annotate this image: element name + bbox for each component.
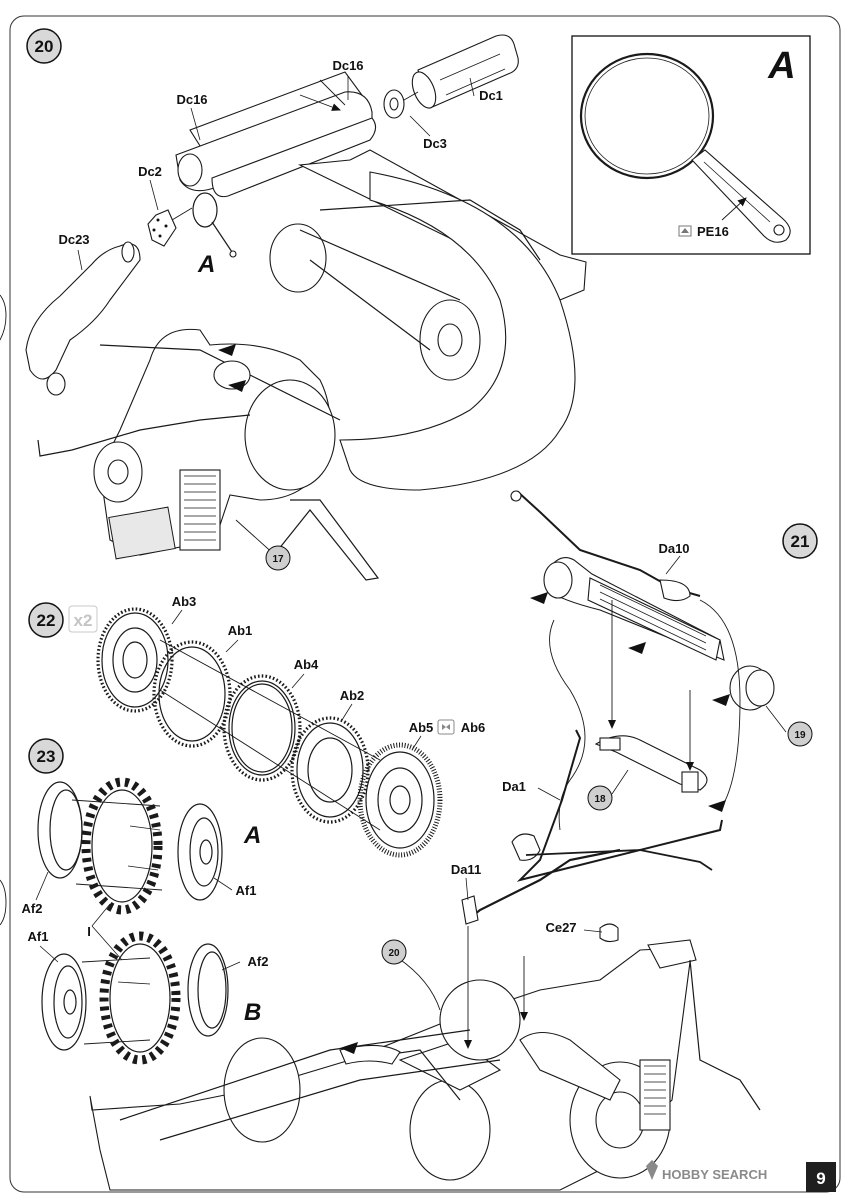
step-20: 20 [25,28,587,581]
label-ab1: Ab1 [228,623,253,638]
step-22-qty-box [68,605,98,633]
ref-19-badge [787,721,813,747]
sprocket-ab2-drawing [290,716,370,824]
label-ab4: Ab4 [294,657,319,672]
inset-a-pe16: A PE16 [571,35,811,255]
label-dc3: Dc3 [423,136,447,151]
part-dc3-drawing [383,89,419,119]
page-number: 9 [816,1169,825,1188]
label-da11: Da11 [451,862,481,877]
hobby-search-watermark: HOBBY SEARCH [646,1160,767,1182]
wheel-a-drawing [37,777,223,915]
label-pe16: PE16 [697,224,729,239]
ref-19-number: 19 [794,730,806,741]
label-dc16-left: Dc16 [176,92,207,107]
label-af2-a: Af2 [22,901,43,916]
pe16-clamp-drawing [579,52,791,243]
ref-18-badge [587,785,613,811]
step-23-number: 23 [37,747,56,766]
label-dc23: Dc23 [58,232,89,247]
part-clamp-a-drawing [192,192,237,258]
watermark-text: HOBBY SEARCH [662,1167,767,1182]
sprocket-ab1-drawing [152,640,232,748]
binding-mark-top [0,294,7,341]
label-dc1: Dc1 [479,88,503,103]
detail-letter-b-wheel: B [244,999,261,1026]
label-ab5: Ab5 [409,720,434,735]
label-ab6: Ab6 [461,720,486,735]
step-21-badge [782,523,818,559]
axle-assembly-drawing [461,490,787,943]
label-ab2: Ab2 [340,688,365,703]
label-af1-a: Af1 [236,883,257,898]
engine-chassis-drawing [37,149,587,581]
label-i-tire: I [87,924,91,939]
detail-letter-a-wheel: A [243,822,261,849]
sprocket-ab3-drawing [96,607,174,713]
ref-20-number: 20 [388,948,400,959]
part-dc2-drawing [147,207,193,247]
label-ce27: Ce27 [545,920,576,935]
detail-letter-a-step20: A [197,251,215,278]
step-22-number: 22 [37,611,56,630]
ref-17-badge [265,545,291,571]
watermark-logo-icon [646,1160,658,1180]
label-af2-b: Af2 [248,954,269,969]
step-20-badge [26,28,62,64]
label-af1-b: Af1 [28,929,49,944]
step-22: 22 x2 Ab3 Ab1 [28,594,486,858]
part-dc23-drawing [25,241,141,396]
step-21: 21 [461,490,818,943]
label-dc2: Dc2 [138,164,162,179]
step-20-number: 20 [35,37,54,56]
label-ab3: Ab3 [172,594,197,609]
part-dc1-drawing [411,34,519,109]
inset-a-letter: A [767,45,795,87]
binding-mark-bottom [0,879,7,926]
step-23: 23 A B Af1 Af2 I Af [22,738,269,1065]
label-da1: Da1 [502,779,526,794]
step-22-badge [28,602,64,638]
step-23-badge [28,738,64,774]
ref-17-number: 17 [272,554,284,565]
page-number-box [806,1162,836,1192]
ref-18-number: 18 [594,794,606,805]
label-da10: Da10 [658,541,689,556]
step-22-qty: x2 [74,611,93,630]
bottom-chassis-drawing [89,926,761,1191]
step-21-number: 21 [791,532,810,551]
label-dc16-top: Dc16 [332,58,363,73]
page-border [9,15,841,1193]
sprocket-ab5-drawing [357,742,443,858]
part-dc16-drawing [175,71,377,198]
sprocket-ab4-drawing [222,674,302,782]
wheel-b-drawing [41,931,229,1065]
ref-20-badge [381,939,407,965]
